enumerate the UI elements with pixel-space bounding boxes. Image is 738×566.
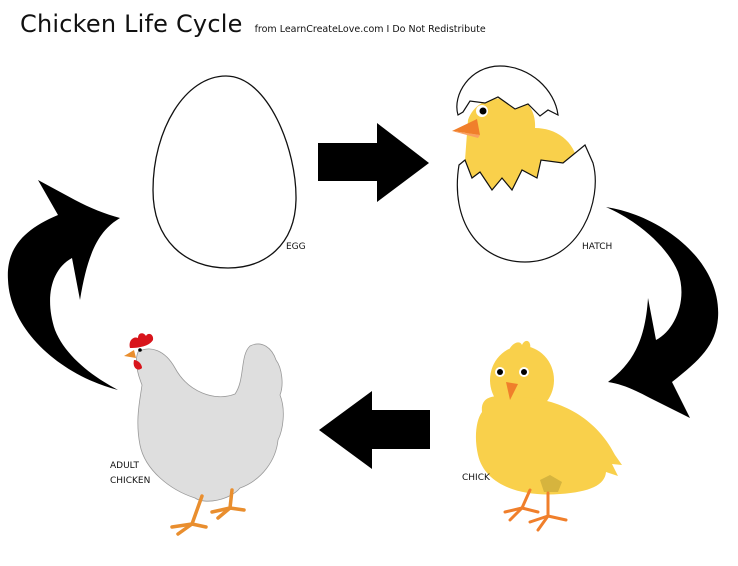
- adult-label-line1: ADULT: [110, 461, 139, 471]
- curved-arrow-up-icon: [7, 180, 121, 390]
- hen-icon: [124, 333, 284, 536]
- adult-chicken-label: ADULT CHICKEN: [110, 459, 150, 489]
- egg-icon: [152, 75, 297, 269]
- page-title: Chicken Life Cycle: [20, 10, 243, 38]
- arrow-left-icon: [319, 391, 430, 469]
- curved-arrow-down-icon: [606, 207, 719, 418]
- header: Chicken Life Cycle from LearnCreateLove.…: [20, 10, 486, 38]
- credit-text: from LearnCreateLove.com I Do Not Redist…: [254, 24, 486, 35]
- chick-icon: [475, 340, 622, 532]
- arrow-right-icon: [318, 123, 429, 202]
- adult-label-line2: CHICKEN: [110, 476, 151, 486]
- egg-label: EGG: [286, 242, 306, 252]
- chick-label: CHICK: [462, 473, 490, 483]
- hatching-chick-icon: [452, 65, 596, 263]
- hatch-label: HATCH: [582, 242, 613, 252]
